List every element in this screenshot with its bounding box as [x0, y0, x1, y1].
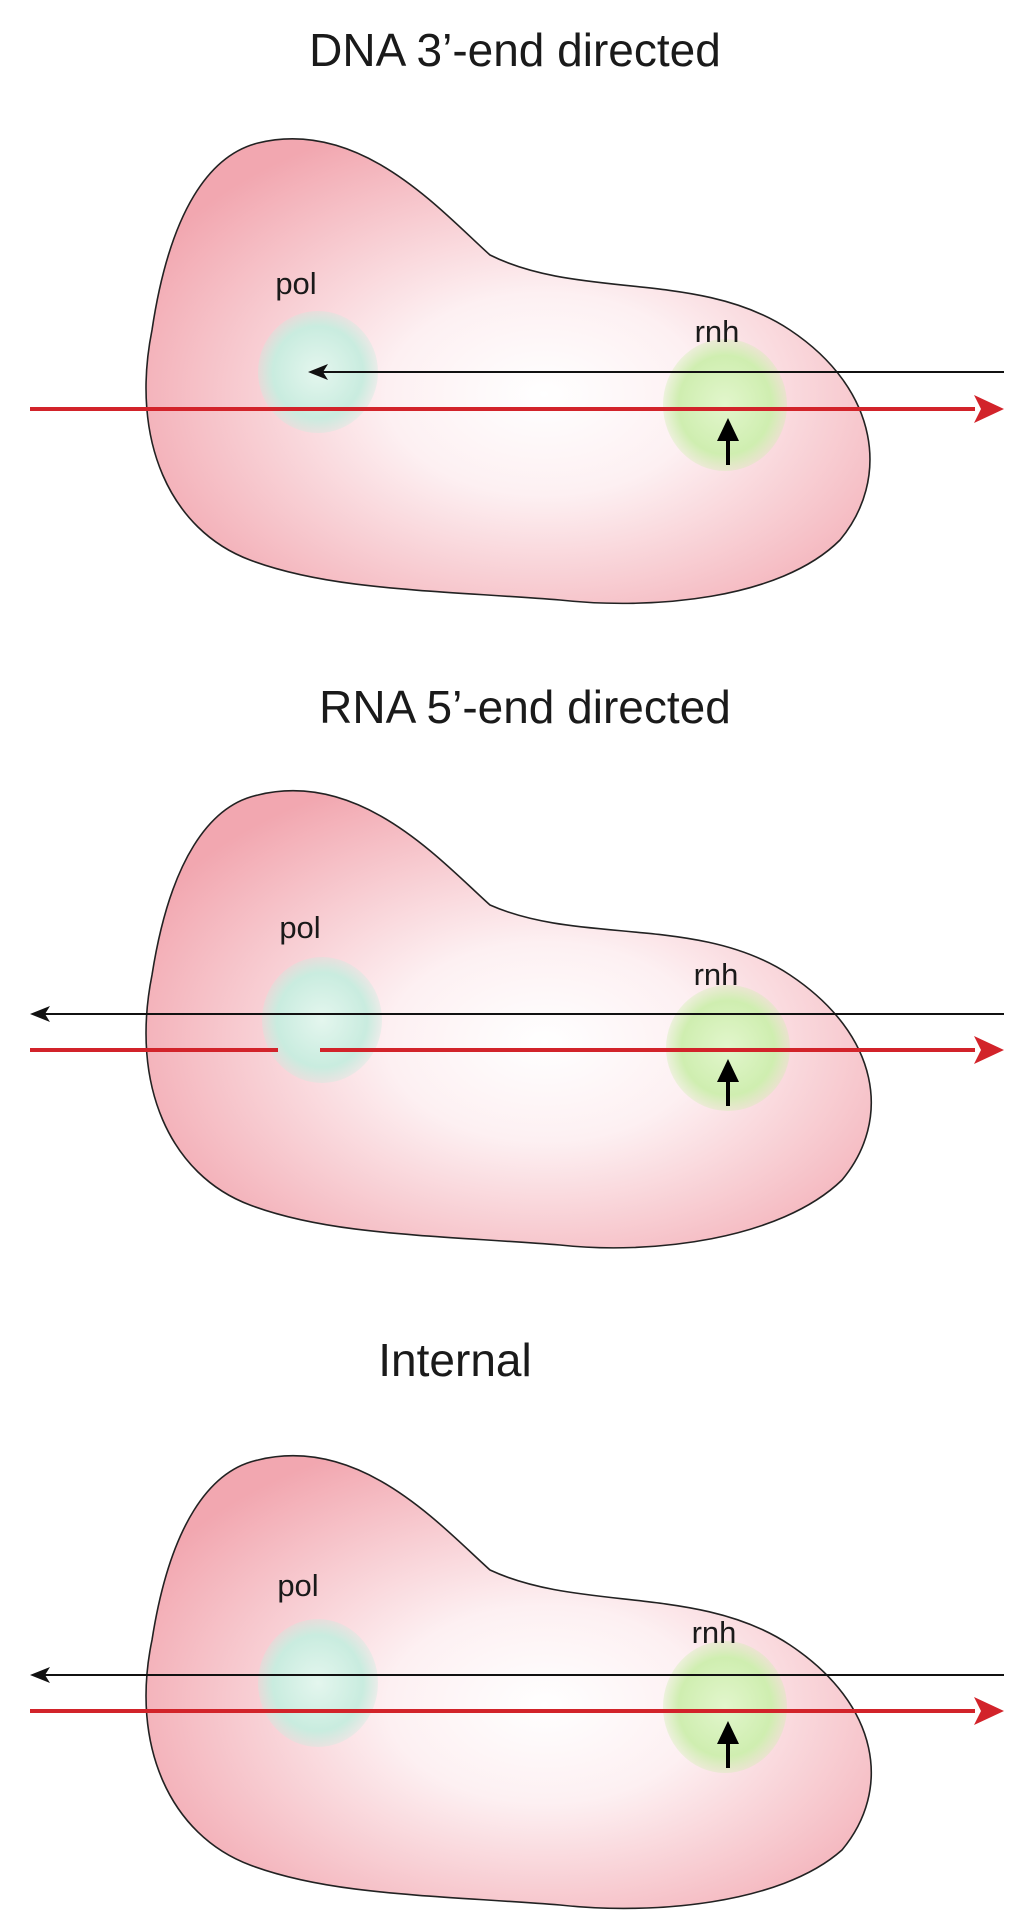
rna-strand: [30, 1697, 1004, 1725]
pol-domain: [262, 957, 382, 1083]
arrowhead-icon: [30, 1006, 50, 1022]
panel-dna-3-end-directed: DNA 3’-end directed pol rnh: [30, 24, 1004, 605]
rnh-label: rnh: [695, 314, 740, 349]
rna-strand: [320, 1036, 1004, 1064]
cleavage-up-arrow-icon: [717, 418, 739, 465]
dna-strand: [30, 1006, 1004, 1022]
panel-rna-5-end-directed: RNA 5’-end directed pol rnh: [30, 681, 1004, 1249]
pol-label: pol: [279, 910, 320, 945]
arrowhead-icon: [308, 364, 328, 380]
dna-strand: [30, 1667, 1004, 1683]
dna-strand: [308, 364, 1004, 380]
rnh-label: rnh: [694, 957, 739, 992]
rnh-domain: [663, 339, 787, 471]
panel-title: DNA 3’-end directed: [309, 24, 721, 76]
arrowhead-icon: [30, 1667, 50, 1683]
cleavage-up-arrow-icon: [717, 1721, 739, 1768]
panel-title: RNA 5’-end directed: [319, 681, 731, 733]
cleavage-up-arrow-icon: [717, 1059, 739, 1106]
pol-domain: [258, 1619, 378, 1747]
enzyme-body: [145, 1454, 872, 1910]
arrowhead-icon: [974, 1697, 1004, 1725]
rna-strand: [30, 395, 1004, 423]
rnh-label: rnh: [692, 1615, 737, 1650]
arrowhead-icon: [974, 395, 1004, 423]
panel-internal: Internal pol rnh: [30, 1334, 1004, 1910]
panel-title: Internal: [378, 1334, 531, 1386]
pol-label: pol: [277, 1568, 318, 1603]
enzyme-body: [145, 789, 872, 1249]
rnh-domain: [663, 1641, 787, 1773]
arrowhead-icon: [974, 1036, 1004, 1064]
pol-label: pol: [275, 266, 316, 301]
